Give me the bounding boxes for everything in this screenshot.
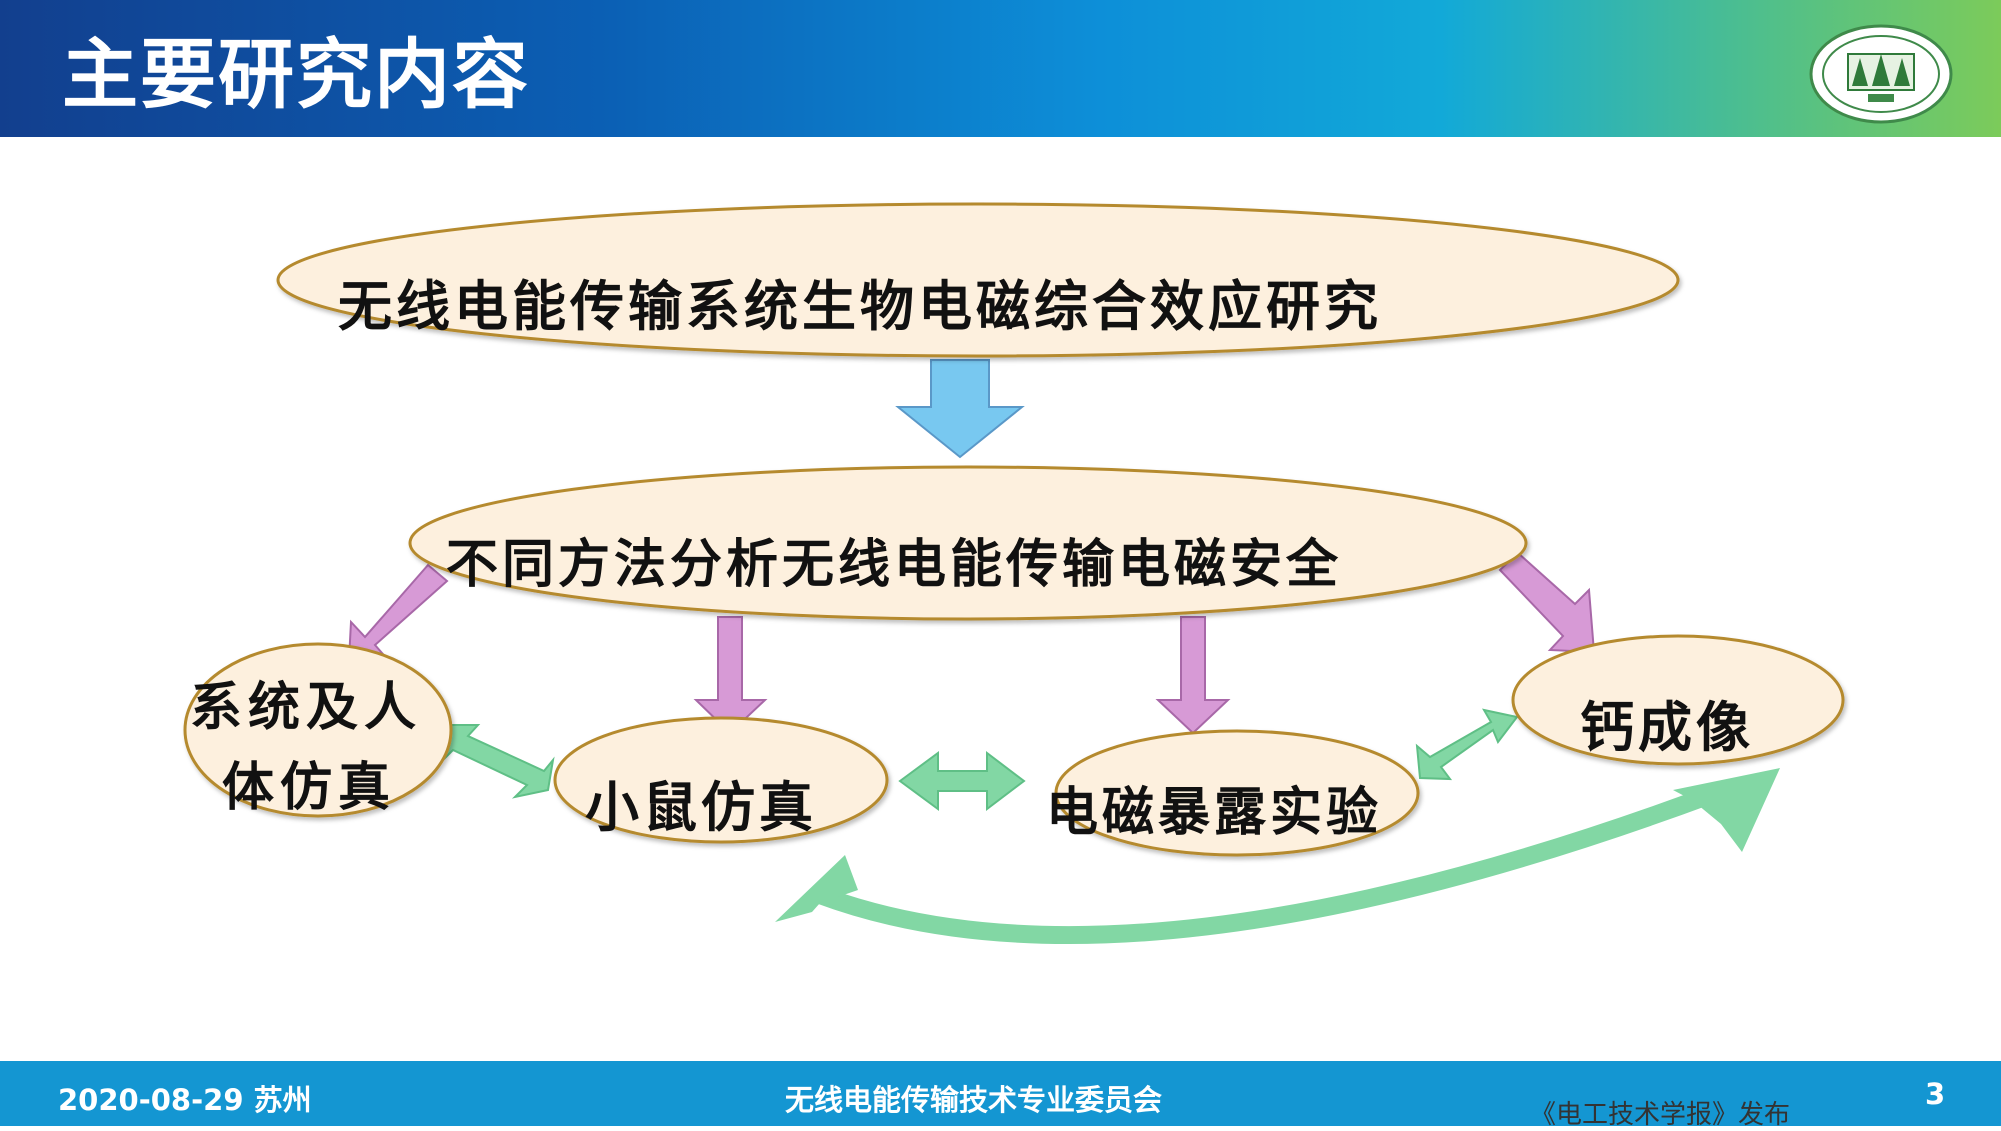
mouse-node-label: 小鼠仿真 — [585, 775, 817, 839]
link-arrow-exposure-calcium — [1415, 708, 1519, 781]
footer-bar — [0, 1061, 2001, 1126]
branch-arrow-right — [1498, 551, 1596, 654]
down-arrow — [895, 359, 1025, 459]
branch-arrow-left — [347, 563, 449, 663]
link-arrow-system-mouse — [439, 724, 555, 799]
system-node-label-line2: 体仿真 — [222, 757, 397, 818]
exposure-node-label: 电磁暴露实验 — [1046, 782, 1383, 843]
top-node-label: 无线电能传输系统生物电磁综合效应研究 — [338, 274, 1382, 338]
top-node-ellipse — [276, 202, 1680, 358]
link-arrow-mouse-exposure — [898, 750, 1026, 812]
calcium-node-label: 钙成像 — [1580, 695, 1754, 759]
calcium-node-ellipse — [1511, 634, 1845, 766]
mouse-node-ellipse — [553, 716, 889, 844]
exposure-node-ellipse — [1054, 729, 1420, 857]
middle-node-label: 不同方法分析无线电能传输电磁安全 — [446, 534, 1343, 595]
curved-link-arrow — [811, 786, 1719, 945]
branch-arrow-mouse — [693, 616, 768, 735]
page-number: 3 — [1925, 1077, 1946, 1111]
branch-arrow-exposure — [1155, 616, 1231, 735]
university-seal-logo — [1809, 24, 1953, 124]
system-node-ellipse — [183, 642, 453, 818]
curved-arrow-head-left — [775, 855, 858, 922]
header-banner — [0, 0, 2001, 137]
footer-publisher: 《电工技术学报》发布 — [1530, 1100, 1791, 1130]
middle-node-ellipse — [408, 465, 1528, 621]
curved-arrow-head-right — [1673, 768, 1780, 852]
footer-organizer: 无线电能传输技术专业委员会 — [785, 1083, 1163, 1117]
slide-title: 主要研究内容 — [62, 30, 530, 119]
footer-date-location: 2020-08-29 苏州 — [58, 1083, 312, 1117]
system-node-label-line1: 系统及人 — [190, 677, 423, 738]
